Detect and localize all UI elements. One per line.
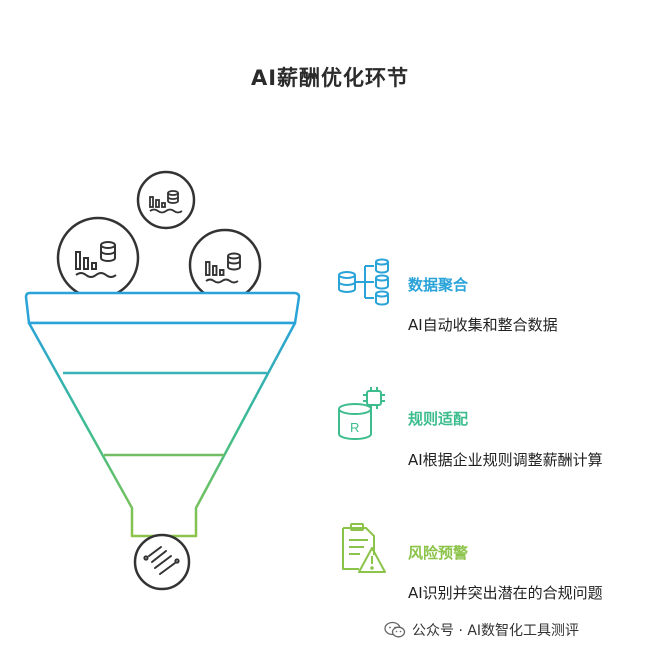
funnel [24,291,301,538]
footer-text: 公众号 · AI数智化工具测评 [412,623,580,639]
database-flow-icon [338,258,389,306]
chip-label: R [350,420,359,435]
stage-description: AI根据企业规则调整薪酬计算 [408,451,603,469]
bar-chart-database-icon [205,252,241,284]
bar-chart-database-icon [75,241,117,278]
data-bubble-right [188,228,262,302]
stage-title: 风险预警 [408,544,469,562]
funnel-body [27,321,297,538]
stage-description: AI自动收集和整合数据 [408,316,558,334]
page-title: AI薪酬优化环节 [250,66,410,90]
stage-title: 数据聚合 [408,276,469,294]
wechat-icon [384,621,406,638]
bar-chart-database-icon [149,190,183,214]
data-bubble-top [136,170,196,230]
document-warning-icon [342,523,386,573]
funnel-rim [24,291,301,325]
output-bubble [133,533,191,591]
footer-watermark: 公众号 · AI数智化工具测评 [384,620,579,640]
stage-description: AI识别并突出潜在的合规问题 [408,584,603,602]
processed-data-icon [143,546,180,575]
rule-chip-icon [338,387,385,440]
data-bubble-left [56,216,140,300]
stage-title: 规则适配 [408,410,469,428]
